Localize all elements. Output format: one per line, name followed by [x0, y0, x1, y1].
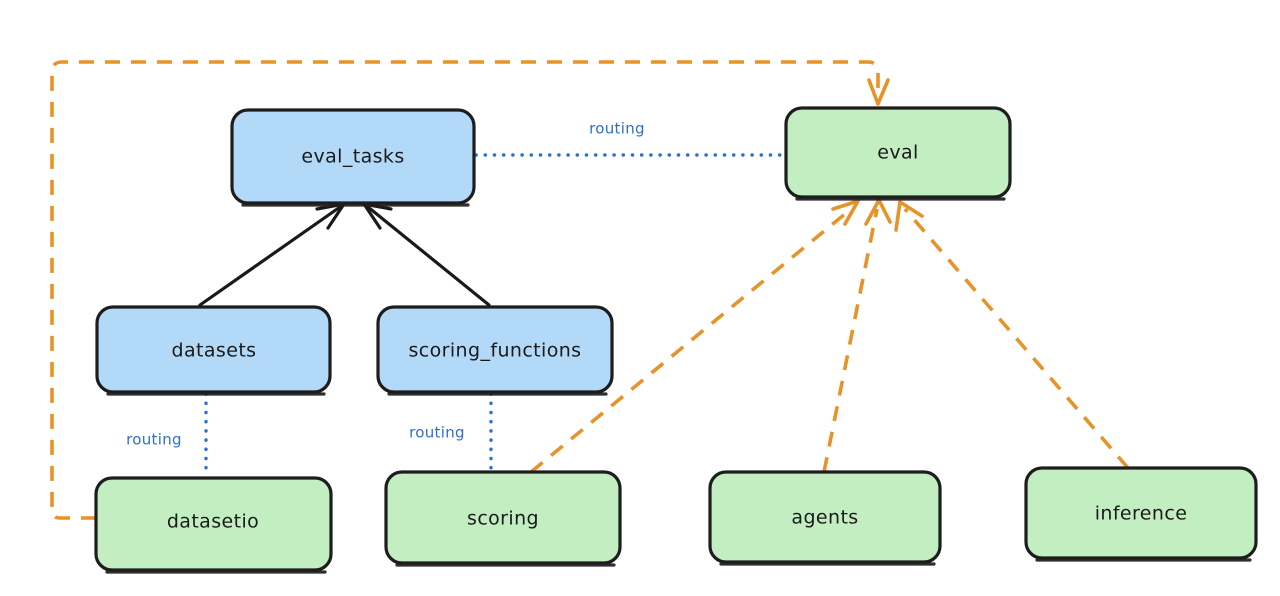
- node-scoring-functions-label: scoring_functions: [409, 340, 582, 362]
- node-scoring-functions[interactable]: scoring_functions: [376, 305, 614, 396]
- node-datasetio-shape[interactable]: [94, 476, 333, 572]
- node-inference-shape[interactable]: [1024, 466, 1258, 560]
- edge-inference-to-eval: [894, 200, 1130, 470]
- edge-label-routing-scoring-functions-scoring: routing: [409, 424, 465, 442]
- node-datasets-shape[interactable]: [95, 305, 332, 394]
- node-datasetio-label: datasetio: [167, 511, 259, 533]
- node-agents-label: agents: [791, 507, 858, 529]
- node-datasetio[interactable]: datasetio: [94, 476, 333, 574]
- edge-agents-to-eval: [822, 198, 892, 473]
- node-eval-tasks[interactable]: eval_tasks: [230, 108, 476, 207]
- node-inference-label: inference: [1095, 503, 1188, 525]
- node-agents[interactable]: agents: [708, 470, 942, 566]
- edge-label-routing-datasets-datasetio: routing: [126, 431, 182, 449]
- edge-datasetio-to-eval: [50, 60, 890, 520]
- node-eval-tasks-shape[interactable]: [230, 108, 476, 205]
- node-datasets-label: datasets: [172, 340, 257, 362]
- node-scoring-label: scoring: [467, 508, 539, 530]
- edge-label-routing-eval-tasks-eval: routing: [589, 120, 645, 138]
- node-datasets[interactable]: datasets: [95, 305, 332, 396]
- node-eval[interactable]: eval: [784, 106, 1012, 201]
- node-agents-shape[interactable]: [708, 470, 942, 564]
- node-eval-label: eval: [877, 142, 918, 164]
- node-scoring-shape[interactable]: [384, 470, 622, 565]
- edge-scoring-to-eval: [529, 199, 860, 474]
- edge-datasets-to-eval-tasks: [198, 202, 346, 307]
- node-eval-shape[interactable]: [784, 106, 1012, 199]
- node-scoring-functions-shape[interactable]: [376, 305, 614, 394]
- node-eval-tasks-label: eval_tasks: [301, 146, 404, 168]
- node-scoring[interactable]: scoring: [384, 470, 622, 567]
- node-inference[interactable]: inference: [1024, 466, 1258, 562]
- edge-scoring-functions-to-eval-tasks: [362, 202, 491, 307]
